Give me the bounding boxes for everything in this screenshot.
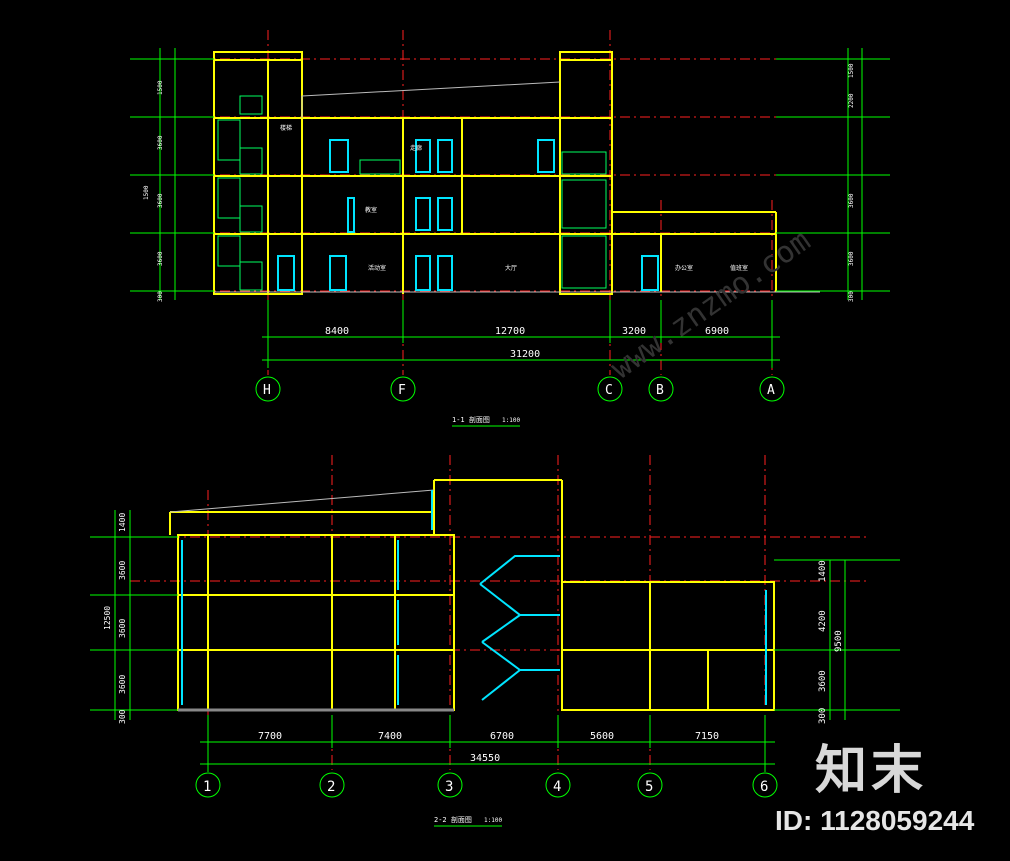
s2-left-level-5: 12500 bbox=[103, 606, 112, 630]
section-2-axis-bubbles bbox=[195, 772, 778, 798]
s1-axis-F: F bbox=[398, 383, 406, 398]
section-2-roof-lines bbox=[169, 489, 454, 712]
s2-axis-6: 6 bbox=[760, 779, 768, 795]
section-1-axis-bubbles bbox=[255, 376, 785, 402]
section-1-doors bbox=[277, 139, 659, 291]
s2-right-level-3: 300 bbox=[818, 708, 828, 724]
s2-left-level-0: 1400 bbox=[118, 513, 127, 532]
s2-dim-0: 7700 bbox=[258, 731, 282, 742]
s2-dim-3: 5600 bbox=[590, 731, 614, 742]
s1-total-dim: 31200 bbox=[510, 349, 540, 360]
s1-left-level-0: 3600 bbox=[157, 135, 164, 150]
s1-right-level-0: 3600 bbox=[848, 251, 855, 266]
section-1-stairs-right bbox=[359, 151, 607, 289]
s1-left-level-5: 300 bbox=[157, 291, 164, 302]
section-2-dimension-lines bbox=[200, 715, 775, 772]
s2-total-dim: 34550 bbox=[470, 753, 500, 764]
s1-axis-A: A bbox=[767, 383, 775, 398]
s2-dim-1: 7400 bbox=[378, 731, 402, 742]
s1-room-1: 楼梯 bbox=[280, 124, 292, 132]
s1-axis-B: B bbox=[656, 383, 664, 398]
s2-right-level-0: 1400 bbox=[818, 560, 828, 582]
section-1-structure bbox=[213, 51, 777, 295]
s1-room-0: 教室 bbox=[365, 206, 377, 214]
s1-axis-H: H bbox=[263, 383, 271, 398]
section-2-axis-lines bbox=[130, 455, 870, 770]
s1-room-2: 走廊 bbox=[410, 144, 422, 152]
s1-room-3: 大厅 bbox=[505, 264, 517, 272]
s2-axis-4: 4 bbox=[553, 779, 561, 795]
watermark-site-text: www.znzmo.com bbox=[605, 223, 817, 386]
s1-dim-1: 12700 bbox=[495, 326, 525, 337]
s2-axis-3: 3 bbox=[445, 779, 453, 795]
s1-dim-0: 8400 bbox=[325, 326, 349, 337]
s1-left-level-1: 3600 bbox=[157, 193, 164, 208]
s2-axis-2: 2 bbox=[327, 779, 335, 795]
s2-right-level-4: 9500 bbox=[834, 630, 844, 652]
s1-left-level-4: 1500 bbox=[143, 185, 150, 200]
s2-dim-2: 6700 bbox=[490, 731, 514, 742]
s1-title: 1-1 剖面图 bbox=[452, 415, 490, 424]
s1-room-5: 办公室 bbox=[675, 264, 693, 272]
section-2-level-markers bbox=[90, 510, 900, 720]
s2-left-level-1: 3600 bbox=[118, 561, 127, 580]
s2-axis-1: 1 bbox=[203, 779, 211, 795]
s1-right-level-4: 1500 bbox=[848, 63, 855, 78]
section-2-stair-flights bbox=[181, 490, 767, 705]
s2-scale: 1:100 bbox=[484, 817, 502, 824]
section-2-structure bbox=[169, 479, 775, 711]
s1-dim-2: 3200 bbox=[622, 326, 646, 337]
watermark-diagonal: www.znzmo.com bbox=[605, 223, 817, 386]
s2-axis-5: 5 bbox=[645, 779, 653, 795]
s1-right-level-1: 3600 bbox=[848, 193, 855, 208]
s1-right-level-3: 300 bbox=[848, 291, 855, 302]
s1-right-level-2: 2200 bbox=[848, 93, 855, 108]
section-1-axis-lines bbox=[180, 30, 820, 375]
section-2-2: 7700 7400 6700 5600 7150 34550 1 2 3 4 5… bbox=[90, 455, 900, 827]
s2-right-level-1: 4200 bbox=[818, 610, 828, 632]
s2-right-level-2: 3600 bbox=[818, 670, 828, 692]
section-1-roof-parapet bbox=[214, 81, 820, 293]
s1-left-level-3: 1500 bbox=[157, 80, 164, 95]
s1-room-6: 值班室 bbox=[730, 264, 748, 272]
section-1-level-markers-right bbox=[776, 48, 890, 300]
section-1-1: 8400 12700 3200 6900 31200 H F C B A 1-1… bbox=[130, 30, 890, 427]
s2-title: 2-2 剖面图 bbox=[434, 815, 472, 824]
s1-axis-C: C bbox=[605, 383, 613, 398]
s2-dim-4: 7150 bbox=[695, 731, 719, 742]
s2-left-level-2: 3600 bbox=[118, 619, 127, 638]
s1-dim-3: 6900 bbox=[705, 326, 729, 337]
section-1-level-markers-left bbox=[130, 48, 214, 300]
s2-left-level-4: 300 bbox=[118, 709, 127, 724]
watermark-id: ID: 1128059244 bbox=[775, 805, 975, 836]
s2-left-level-3: 3600 bbox=[118, 675, 127, 694]
watermark-logo: 知末 bbox=[815, 741, 928, 801]
s1-scale: 1:100 bbox=[502, 417, 520, 424]
s1-room-4: 活动室 bbox=[368, 264, 386, 272]
section-1-dimension-lines bbox=[262, 300, 780, 368]
section-1-stairs-left bbox=[217, 95, 263, 291]
s1-left-level-2: 3600 bbox=[157, 251, 164, 266]
